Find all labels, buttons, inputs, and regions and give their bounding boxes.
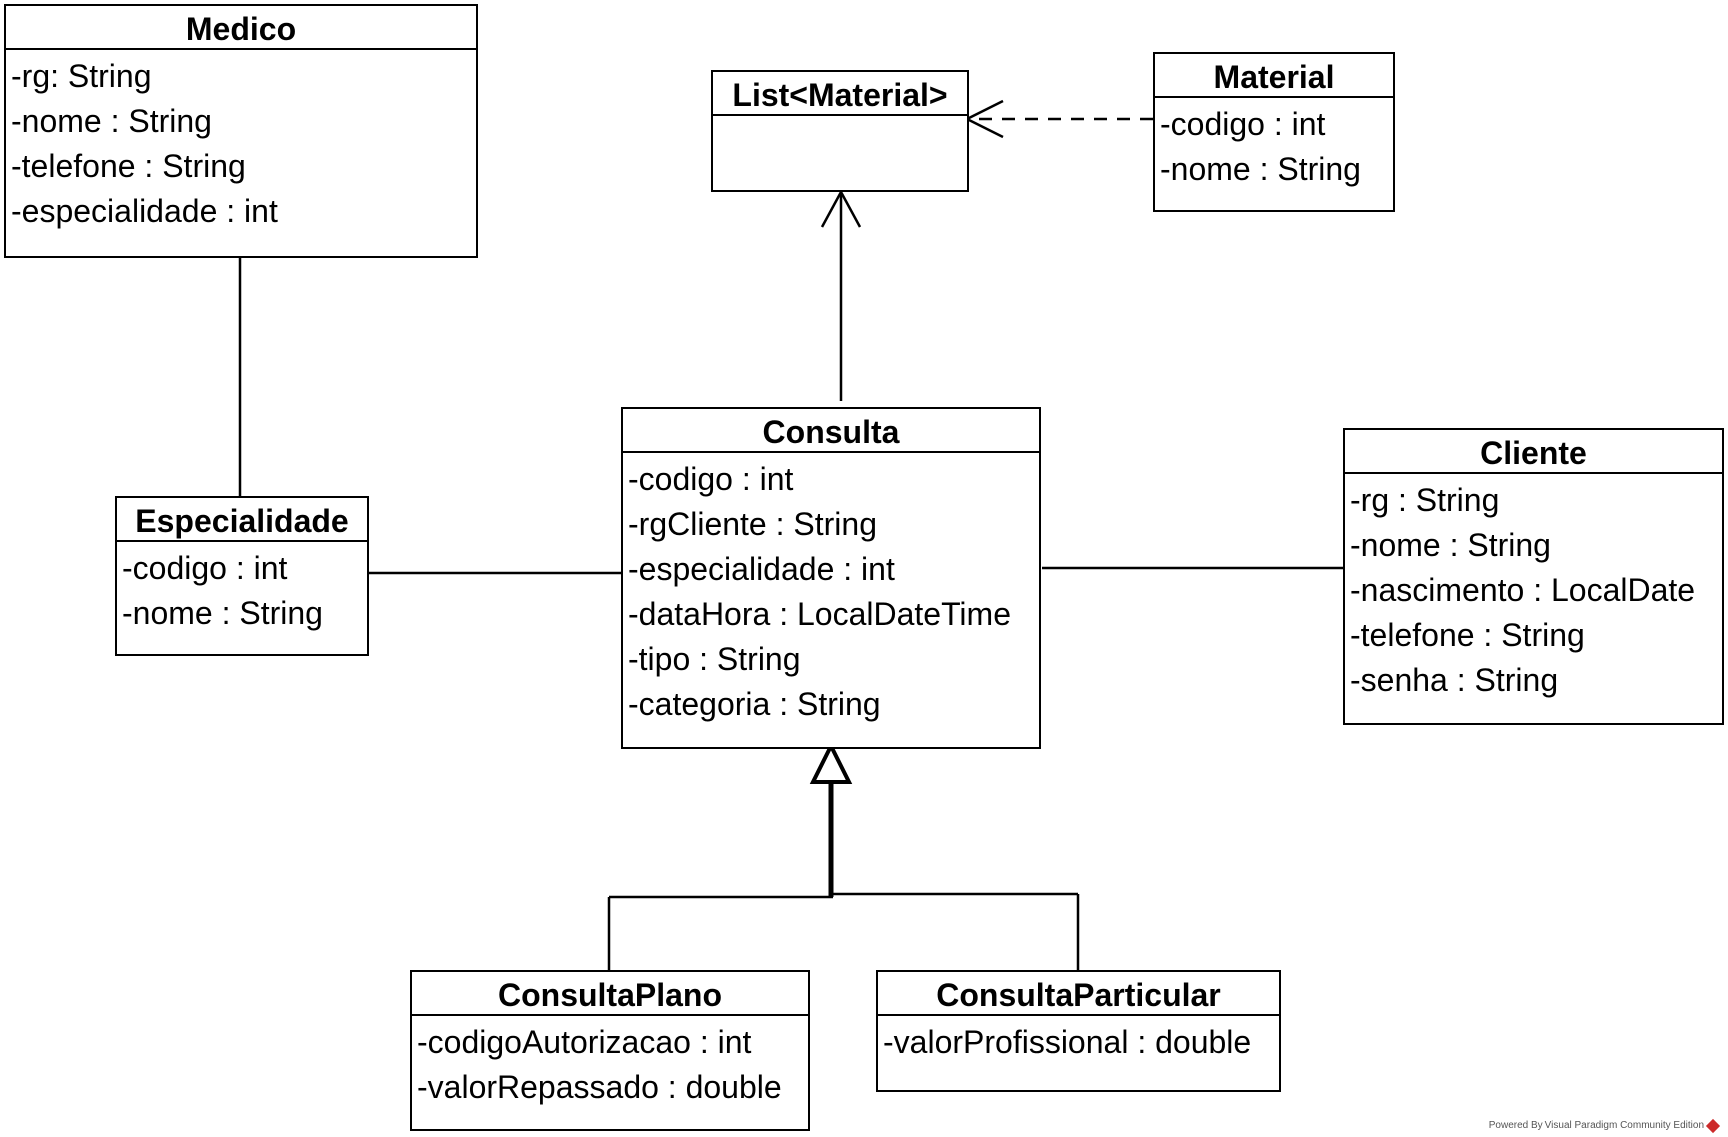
attribute: -codigo : int	[628, 461, 794, 497]
class-name: ConsultaPlano	[412, 972, 808, 1016]
attribute: -especialidade : int	[11, 193, 278, 229]
attribute-list: -rg: String -nome : String -telefone : S…	[6, 50, 476, 234]
class-name: List<Material>	[713, 72, 967, 116]
attribute-list: -codigoAutorizacao : int -valorRepassado…	[412, 1016, 808, 1110]
attribute-list: -rg : String -nome : String -nascimento …	[1345, 474, 1722, 703]
class-consulta-particular[interactable]: ConsultaParticular -valorProfissional : …	[876, 970, 1281, 1092]
class-consulta[interactable]: Consulta -codigo : int -rgCliente : Stri…	[621, 407, 1041, 749]
class-list-material[interactable]: List<Material>	[711, 70, 969, 192]
class-name: Cliente	[1345, 430, 1722, 474]
attribute: -telefone : String	[1350, 617, 1585, 653]
attribute: -nome : String	[1350, 527, 1551, 563]
attribute: -codigo : int	[122, 550, 288, 586]
class-name: Material	[1155, 54, 1393, 98]
attribute: -valorProfissional : double	[883, 1024, 1252, 1060]
visual-paradigm-logo-icon	[1705, 1118, 1721, 1133]
open-arrowhead-list-material	[820, 189, 862, 228]
attribute-list: -codigo : int -rgCliente : String -espec…	[623, 453, 1039, 727]
class-material[interactable]: Material -codigo : int -nome : String	[1153, 52, 1395, 212]
attribute: -telefone : String	[11, 148, 246, 184]
attribute: -senha : String	[1350, 662, 1559, 698]
attribute: -nascimento : LocalDate	[1350, 572, 1696, 608]
attribute: -rg: String	[11, 58, 152, 94]
attribute-list: -codigo : int -nome : String	[117, 542, 367, 636]
attribute: -tipo : String	[628, 641, 801, 677]
attribute: -codigoAutorizacao : int	[417, 1024, 752, 1060]
class-name: ConsultaParticular	[878, 972, 1279, 1016]
class-medico[interactable]: Medico -rg: String -nome : String -telef…	[4, 4, 478, 258]
attribute-list: -codigo : int -nome : String	[1155, 98, 1393, 192]
generalization-triangle	[809, 741, 853, 784]
class-name: Medico	[6, 6, 476, 50]
attribute: -categoria : String	[628, 686, 881, 722]
attribute: -nome : String	[122, 595, 323, 631]
footer-text: Powered By Visual Paradigm Community Edi…	[1488, 1120, 1704, 1131]
class-especialidade[interactable]: Especialidade -codigo : int -nome : Stri…	[115, 496, 369, 656]
attribute: -valorRepassado : double	[417, 1069, 782, 1105]
class-name: Especialidade	[117, 498, 367, 542]
attribute: -dataHora : LocalDateTime	[628, 596, 1011, 632]
attribute-list: -valorProfissional : double	[878, 1016, 1279, 1065]
attribute: -nome : String	[1160, 151, 1361, 187]
attribute: -rg : String	[1350, 482, 1500, 518]
attribute: -rgCliente : String	[628, 506, 877, 542]
class-name: Consulta	[623, 409, 1039, 453]
class-cliente[interactable]: Cliente -rg : String -nome : String -nas…	[1343, 428, 1724, 725]
attribute: -nome : String	[11, 103, 212, 139]
class-consulta-plano[interactable]: ConsultaPlano -codigoAutorizacao : int -…	[410, 970, 810, 1131]
powered-by-footer: Powered By Visual Paradigm Community Edi…	[1488, 1118, 1721, 1133]
attribute: -especialidade : int	[628, 551, 895, 587]
attribute: -codigo : int	[1160, 106, 1326, 142]
